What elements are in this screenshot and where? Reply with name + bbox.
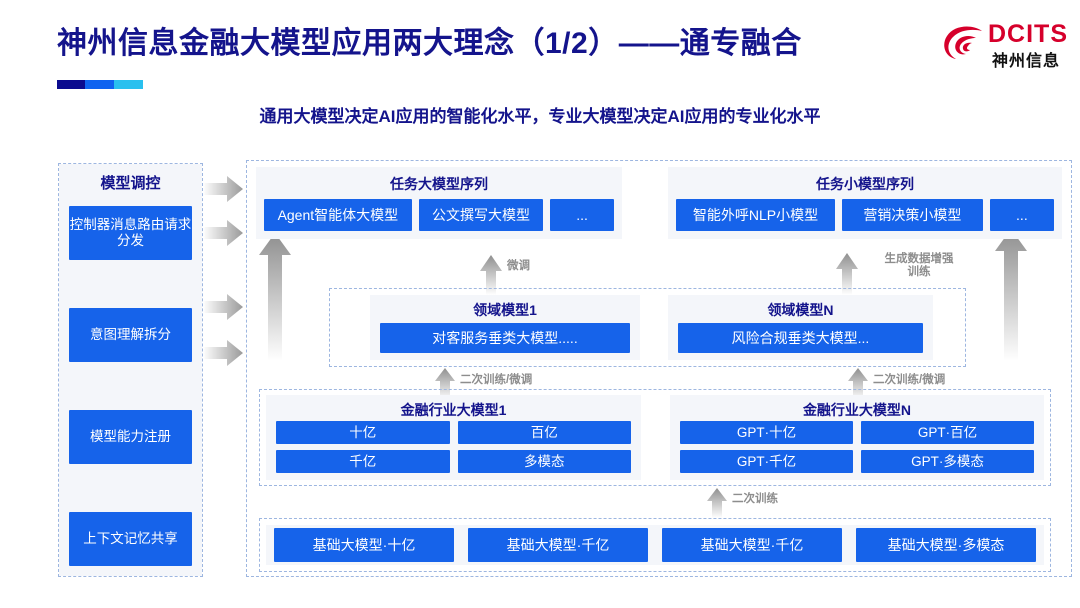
flow-arrow-up-retrain-left xyxy=(435,368,455,400)
task-big-model-document[interactable]: 公文撰写大模型 xyxy=(418,199,544,231)
domain-model-1-box[interactable]: 对客服务垂类大模型..... xyxy=(380,323,630,353)
task-small-model-sequence-title: 任务小模型序列 xyxy=(816,176,914,192)
flow-label-retrain-left: 二次训练/微调 xyxy=(460,374,533,386)
task-big-model-list: Agent智能体大模型 公文撰写大模型 ... xyxy=(264,199,614,231)
control-item-intent[interactable]: 意图理解拆分 xyxy=(69,308,192,362)
finance-model-n-box-1[interactable]: GPT·十亿 xyxy=(680,421,853,444)
finance-model-n-boxes: GPT·十亿 GPT·百亿 GPT·千亿 GPT·多模态 xyxy=(680,421,1034,473)
logo-text-en: DCITS xyxy=(988,20,1068,48)
logo-text-cn: 神州信息 xyxy=(992,53,1061,70)
domain-model-n: 领域模型N 风险合规垂类大模型... xyxy=(668,295,933,360)
finance-model-n-box-4[interactable]: GPT·多模态 xyxy=(861,450,1034,473)
flow-label-retrain-base: 二次训练 xyxy=(732,493,778,505)
architecture-diagram: 任务大模型序列 Agent智能体大模型 公文撰写大模型 ... 任务小模型序列 … xyxy=(246,160,1072,577)
accent-segment-3 xyxy=(113,80,143,89)
finance-model-1-box-2[interactable]: 百亿 xyxy=(457,421,631,444)
finance-model-1: 金融行业大模型1 十亿 百亿 千亿 多模态 xyxy=(266,395,641,480)
flow-arrow-right-1 xyxy=(203,176,243,202)
flow-arrow-up-retrain-base xyxy=(707,488,727,518)
control-item-context-memory[interactable]: 上下文记忆共享 xyxy=(69,512,192,566)
finance-model-n: 金融行业大模型N GPT·十亿 GPT·百亿 GPT·千亿 GPT·多模态 xyxy=(670,395,1044,480)
page-subtitle: 通用大模型决定AI应用的智能化水平，专业大模型决定AI应用的专业化水平 xyxy=(259,107,821,126)
finance-model-1-title: 金融行业大模型1 xyxy=(400,402,507,418)
base-model-list: 基础大模型·十亿 基础大模型·千亿 基础大模型·千亿 基础大模型·多模态 xyxy=(266,525,1044,565)
domain-model-n-box[interactable]: 风险合规垂类大模型... xyxy=(678,323,923,353)
flow-arrow-up-retrain-right xyxy=(848,368,868,400)
finance-model-n-box-3[interactable]: GPT·千亿 xyxy=(680,450,853,473)
accent-segment-1 xyxy=(57,80,86,89)
control-item-capability-register[interactable]: 模型能力注册 xyxy=(69,410,192,464)
model-control-title: 模型调控 xyxy=(100,175,161,192)
domain-model-n-title: 领域模型N xyxy=(767,302,834,318)
flow-arrow-right-4 xyxy=(203,340,243,366)
task-big-model-agent[interactable]: Agent智能体大模型 xyxy=(264,199,412,231)
finance-model-1-box-4[interactable]: 多模态 xyxy=(457,450,631,473)
task-small-model-nlp[interactable]: 智能外呼NLP小模型 xyxy=(676,199,836,231)
flow-label-retrain-right: 二次训练/微调 xyxy=(873,374,946,386)
finance-model-group: 金融行业大模型1 十亿 百亿 千亿 多模态 金融行业大模型N GPT·十亿 GP… xyxy=(259,389,1051,486)
base-model-box-2[interactable]: 基础大模型·千亿 xyxy=(468,528,648,562)
model-control-panel: 模型调控 控制器消息路由请求分发 意图理解拆分 模型能力注册 上下文记忆共享 xyxy=(58,163,203,577)
finance-model-1-box-3[interactable]: 千亿 xyxy=(276,450,450,473)
flow-arrow-up-left-tall xyxy=(259,233,291,361)
base-model-box-4[interactable]: 基础大模型·多模态 xyxy=(856,528,1036,562)
domain-model-group: 领域模型1 对客服务垂类大模型..... 领域模型N 风险合规垂类大模型... xyxy=(329,288,966,367)
flow-arrow-up-finetune xyxy=(480,255,502,295)
task-big-model-sequence-title: 任务大模型序列 xyxy=(390,176,488,192)
title-accent-bar xyxy=(57,80,143,89)
accent-segment-2 xyxy=(85,80,114,89)
flow-arrow-right-3 xyxy=(203,294,243,320)
finance-model-1-box-1[interactable]: 十亿 xyxy=(276,421,450,444)
base-model-group: 基础大模型·十亿 基础大模型·千亿 基础大模型·千亿 基础大模型·多模态 xyxy=(259,518,1051,572)
task-small-model-list: 智能外呼NLP小模型 营销决策小模型 ... xyxy=(676,199,1054,231)
dcits-swirl-icon xyxy=(944,26,982,59)
domain-model-1: 领域模型1 对客服务垂类大模型..... xyxy=(370,295,640,360)
flow-arrow-right-2 xyxy=(203,220,243,246)
flow-label-data-aug: 生成数据增强 训练 xyxy=(884,253,954,279)
finance-model-1-boxes: 十亿 百亿 千亿 多模态 xyxy=(276,421,631,473)
task-small-model-sequence: 任务小模型序列 智能外呼NLP小模型 营销决策小模型 ... xyxy=(668,167,1062,239)
company-logo: DCITS 神州信息 xyxy=(942,20,1068,72)
task-big-model-more[interactable]: ... xyxy=(550,199,614,231)
task-small-model-more[interactable]: ... xyxy=(989,199,1054,231)
task-big-model-sequence: 任务大模型序列 Agent智能体大模型 公文撰写大模型 ... xyxy=(256,167,622,239)
task-small-model-marketing[interactable]: 营销决策小模型 xyxy=(842,199,983,231)
flow-arrow-up-data-aug xyxy=(836,253,858,295)
domain-model-1-title: 领域模型1 xyxy=(473,302,537,318)
base-model-box-1[interactable]: 基础大模型·十亿 xyxy=(274,528,454,562)
flow-label-finetune: 微调 xyxy=(507,260,530,272)
flow-arrow-up-right-tall xyxy=(995,229,1027,361)
finance-model-n-box-2[interactable]: GPT·百亿 xyxy=(861,421,1034,444)
control-item-router[interactable]: 控制器消息路由请求分发 xyxy=(69,206,192,260)
page-title: 神州信息金融大模型应用两大理念（1/2）——通专融合 xyxy=(57,27,802,60)
finance-model-n-title: 金融行业大模型N xyxy=(802,402,912,418)
base-model-box-3[interactable]: 基础大模型·千亿 xyxy=(662,528,842,562)
